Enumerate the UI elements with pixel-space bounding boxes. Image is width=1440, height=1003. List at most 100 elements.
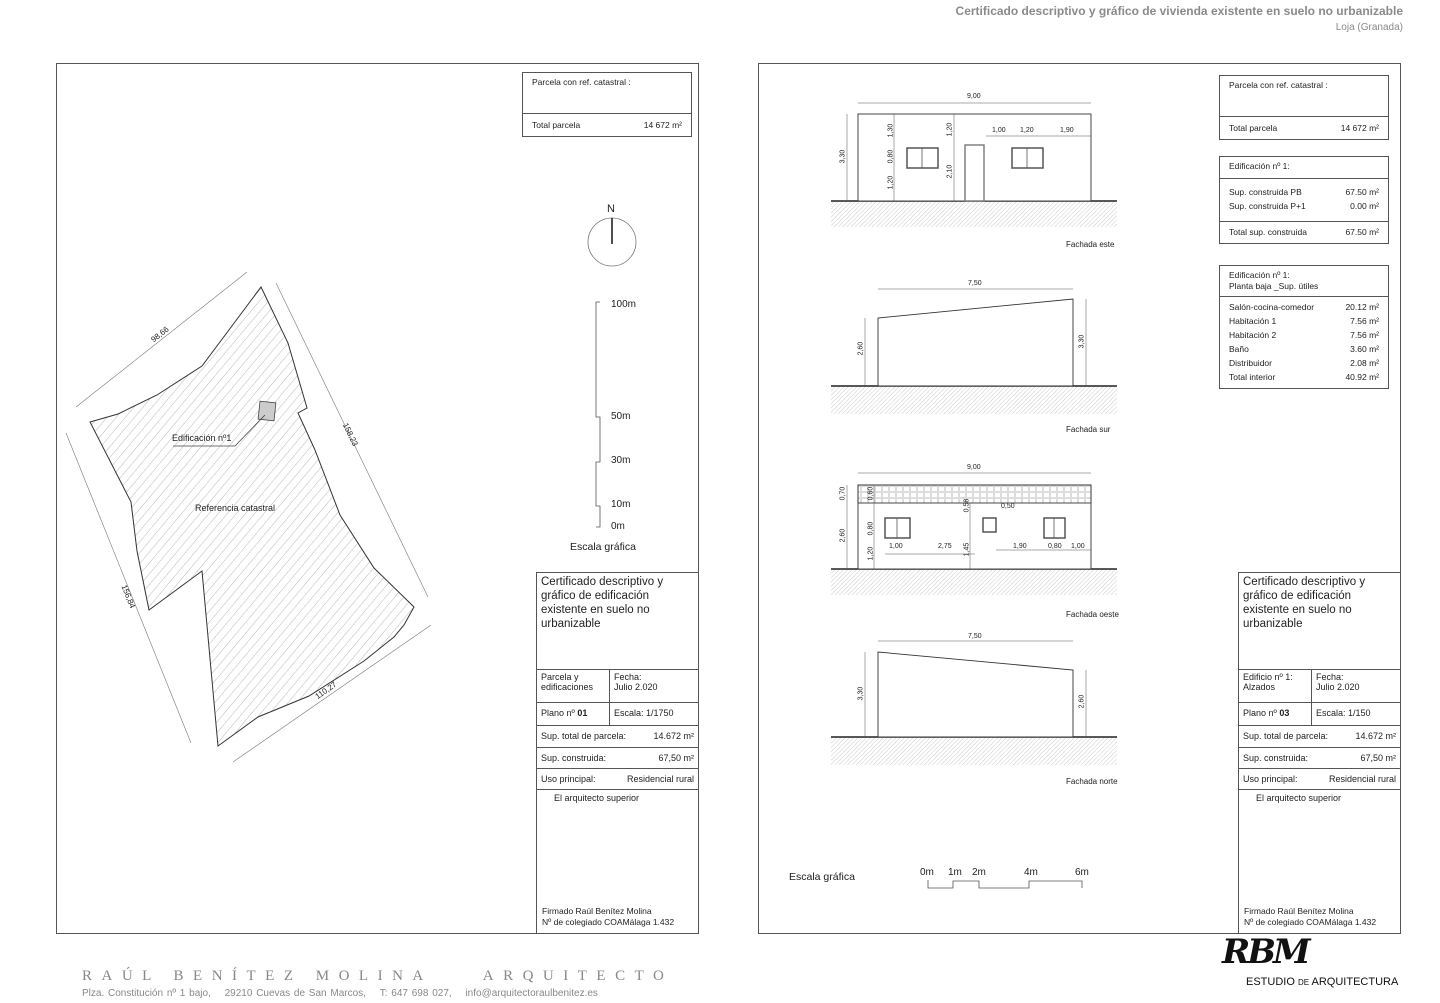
plan-number: 01 <box>577 708 588 718</box>
date-label: Fecha: <box>614 672 642 682</box>
room-label: Distribuidor <box>1229 358 1272 368</box>
norte-h-left: 3,30 <box>857 686 865 701</box>
este-d3: 1,20 <box>887 175 895 190</box>
oeste-h-roof2: 0,60 <box>867 486 875 501</box>
document-location: Loja (Granada) <box>1335 22 1403 33</box>
este-caption: Fachada este <box>1066 240 1115 249</box>
este-d5: 2,10 <box>946 164 954 179</box>
subject-line1: Parcela y <box>541 672 579 682</box>
scale-tick-30: 30m <box>611 455 631 466</box>
scale-tick-2m: 2m <box>972 867 986 878</box>
title-block: Certificado descriptivo y gráfico de edi… <box>1238 572 1400 933</box>
oeste-d100a: 1,00 <box>889 543 903 550</box>
room-value: 7.56 m² <box>1350 330 1379 340</box>
parcel-ref-label: Parcela con ref. catastral : <box>1229 80 1328 90</box>
area-value: 0.00 m² <box>1350 201 1379 211</box>
sur-caption: Fachada sur <box>1066 425 1111 434</box>
este-d6: 1,00 <box>992 127 1006 134</box>
built-area-label: Sup. construida: <box>1243 753 1309 763</box>
architect-label: El arquitecto superior <box>1256 793 1342 803</box>
este-d4: 1,20 <box>946 122 954 137</box>
total-built-label: Total sup. construida <box>1229 227 1307 237</box>
oeste-d275: 2,75 <box>938 543 952 550</box>
area-value: 67.50 m² <box>1345 187 1379 197</box>
scale-bar-horizontal <box>927 880 1083 889</box>
built-area-value: 67,50 m² <box>1360 753 1396 763</box>
useful-box-subtitle: Planta baja _Sup. útiles <box>1229 281 1319 291</box>
parcel-box: Parcela con ref. catastral : Total parce… <box>522 72 692 137</box>
architect-label: El arquitecto superior <box>554 793 640 803</box>
footer-email[interactable]: info@arquitectoraulbenitez.es <box>465 988 598 999</box>
use-value: Residencial rural <box>1328 774 1396 784</box>
title-block-title: Certificado descriptivo y gráfico de edi… <box>1239 573 1400 670</box>
total-parcel-label: Total parcela <box>1229 123 1278 133</box>
elevation-este <box>831 102 1117 227</box>
room-value: 3.60 m² <box>1350 344 1379 354</box>
room-value: 20.12 m² <box>1345 302 1379 312</box>
este-width: 9,00 <box>967 93 981 100</box>
oeste-d190: 1,90 <box>1013 543 1027 550</box>
este-d7: 1,20 <box>1020 127 1034 134</box>
total-parcel-value: 14 672 m² <box>643 120 682 130</box>
scale-value: Escala: 1/1750 <box>614 708 674 718</box>
scale-tick-100: 100m <box>611 299 637 310</box>
use-label: Uso principal: <box>541 774 596 784</box>
room-label: Total interior <box>1229 372 1276 382</box>
room-row-total: Total interior 40.92 m² <box>1220 372 1388 386</box>
total-area-label: Sup. total de parcela: <box>541 731 627 741</box>
scale-label: Escala gráfica <box>570 541 636 553</box>
registration-number: Nº de colegiado COAMálaga 1.432 <box>542 917 675 927</box>
scale-value: Escala: 1/150 <box>1316 708 1371 718</box>
subject-line1: Edificio nº 1: <box>1243 672 1293 682</box>
architect-name: RAÚL BENÍTEZ MOLINA ARQUITECTO <box>82 968 673 985</box>
total-parcel-value: 14 672 m² <box>1340 123 1379 133</box>
building-box-title: Edificación nº 1: <box>1229 161 1290 171</box>
title-block: Certificado descriptivo y gráfico de edi… <box>536 572 698 933</box>
title-block-title: Certificado descriptivo y gráfico de edi… <box>537 573 698 670</box>
scale-tick-50: 50m <box>611 411 631 422</box>
room-value: 7.56 m² <box>1350 316 1379 326</box>
scale-tick-6m: 6m <box>1075 867 1089 878</box>
room-value: 40.92 m² <box>1345 372 1379 382</box>
parcel-ref-label: Parcela con ref. catastral : <box>532 77 631 87</box>
scale-tick-0: 0m <box>611 521 625 532</box>
footer-phone: T: 647 698 027, <box>379 988 452 999</box>
elevation-oeste <box>831 472 1117 595</box>
footer-name: RAÚL BENÍTEZ MOLINA <box>82 968 433 984</box>
use-value: Residencial rural <box>626 774 694 784</box>
oeste-width: 9,00 <box>967 464 981 471</box>
oeste-h-wall: 2,60 <box>839 528 847 543</box>
useful-area-box: Edificación nº 1: Planta baja _Sup. útil… <box>1219 265 1389 389</box>
total-area-value: 14.672 m² <box>1355 731 1396 741</box>
scale-label: Escala gráfica <box>789 871 855 883</box>
site-plan-drawing <box>65 271 432 763</box>
total-built-value: 67.50 m² <box>1345 227 1379 237</box>
north-arrow-icon <box>587 217 637 267</box>
building-footprint <box>257 400 277 422</box>
logo-subtitle: ESTUDIO DE ARQUITECTURA <box>1246 976 1398 988</box>
elevations-drawing <box>831 102 1117 765</box>
date-label: Fecha: <box>1316 672 1344 682</box>
building-area-box: Edificación nº 1: Sup. construida PB 67.5… <box>1219 156 1389 244</box>
footer-profession: ARQUITECTO <box>482 968 674 984</box>
rbm-logo: RBM <box>1222 932 1311 972</box>
total-parcel-label: Total parcela <box>532 120 581 130</box>
area-label: Sup. construida PB <box>1229 187 1302 197</box>
oeste-d058: 0,58 <box>963 498 971 513</box>
oeste-caption: Fachada oeste <box>1066 610 1119 619</box>
este-d8: 1,90 <box>1060 127 1074 134</box>
norte-caption: Fachada norte <box>1066 777 1118 786</box>
elevation-norte <box>831 640 1117 765</box>
este-d1: 1,30 <box>887 123 895 138</box>
logo-sub-c: ARQUITECTURA <box>1309 976 1399 988</box>
document-title: Certificado descriptivo y gráfico de viv… <box>955 4 1403 18</box>
sur-h-left: 2,60 <box>857 341 865 356</box>
subject-line2: Alzados <box>1243 682 1276 692</box>
scale-tick-1m: 1m <box>948 867 962 878</box>
este-d2: 0,80 <box>887 149 895 164</box>
footer-city: 29210 Cuevas de San Marcos, <box>224 988 366 999</box>
signed-by: Firmado Raúl Benítez Molina <box>542 906 652 916</box>
